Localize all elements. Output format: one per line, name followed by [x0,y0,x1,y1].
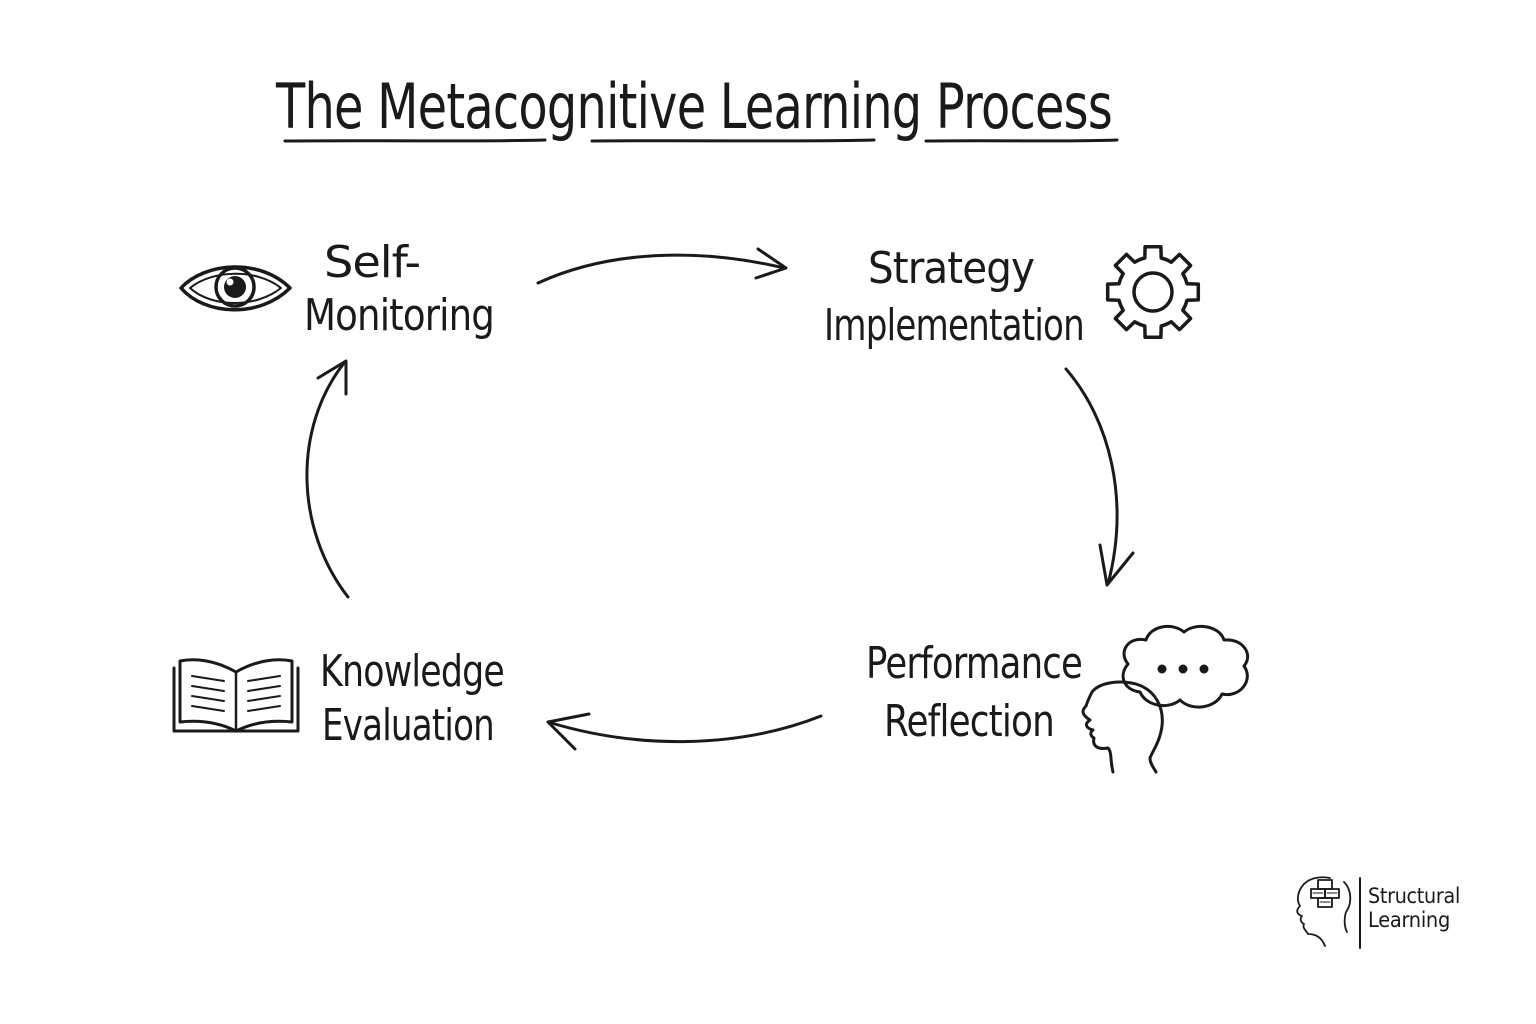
knowledge-evaluation-label-line1: Knowledge [320,646,504,697]
arrow-performance-to-knowledge [546,712,823,751]
head-thought-bubble-icon [1081,624,1250,774]
head-profile [1081,680,1164,774]
self-monitoring-label-line2: Monitoring [304,290,494,341]
node-strategy-implementation: Strategy Implementation [824,243,1201,351]
self-monitoring-label-line1: Self- [324,237,420,288]
strategy-implementation-label-line2: Implementation [824,300,1084,351]
arrow-knowledge-to-self-monitoring [305,359,350,599]
knowledge-evaluation-label-line2: Evaluation [322,700,494,751]
node-knowledge-evaluation: Knowledge Evaluation [172,646,505,751]
head-puzzle-logo-icon [1296,876,1361,949]
title-group: The Metacognitive Learning Process [275,70,1119,143]
brand-name-line2: Learning [1368,908,1450,932]
node-self-monitoring: Self- Monitoring [179,237,495,341]
open-book-icon [172,658,300,733]
thought-cloud [1121,624,1250,709]
brand-name-line1: Structural [1368,884,1460,908]
performance-reflection-label-line1: Performance [866,638,1082,689]
strategy-implementation-label-line1: Strategy [868,243,1034,294]
cycle-arrows [305,247,1135,751]
gear-icon [1105,244,1201,340]
title-underline [283,138,1119,143]
node-performance-reflection: Performance Reflection [866,624,1250,774]
arrow-strategy-to-performance [1064,367,1135,587]
page-title: The Metacognitive Learning Process [275,70,1112,143]
arrow-self-monitoring-to-strategy [536,247,788,285]
eye-icon [179,265,292,312]
performance-reflection-label-line2: Reflection [884,696,1054,747]
brand-logo: Structural Learning [1296,876,1460,949]
